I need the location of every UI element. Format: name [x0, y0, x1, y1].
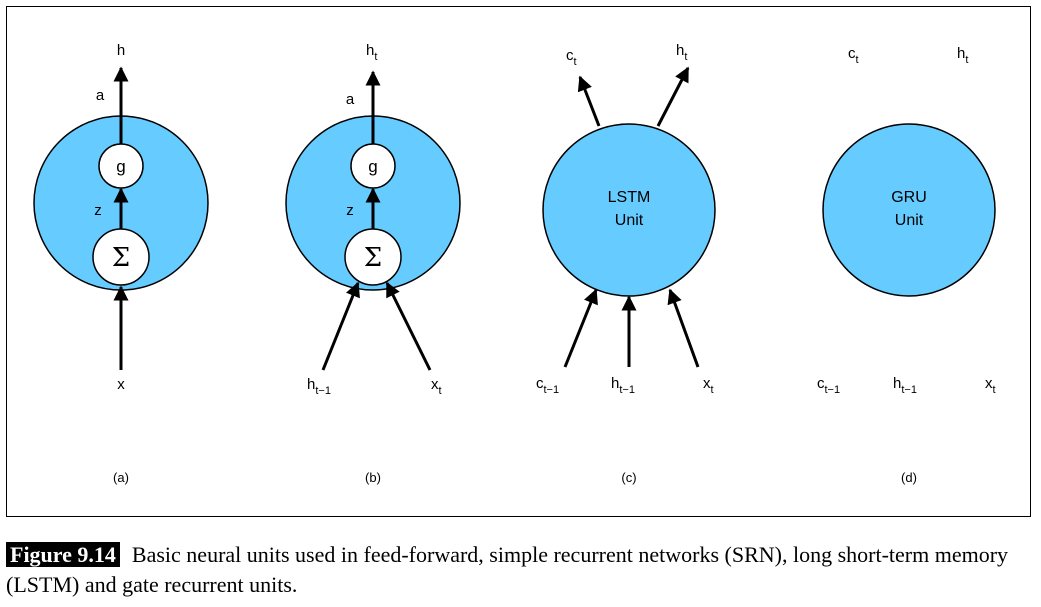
panel-label-b: (b)	[365, 470, 381, 485]
panel-label-c: (c)	[621, 470, 636, 485]
gru-unit-label-2: Unit	[895, 212, 924, 229]
out-h-label-c: ht	[676, 42, 687, 63]
sum-symbol-b: Σ	[364, 243, 382, 273]
caption-text: Basic neural units used in feed-forward,…	[6, 542, 1009, 597]
in-x-label-d: xt	[985, 375, 996, 396]
panel-b: Σ g ht a z ht−1 xt (b)	[285, 42, 461, 485]
arrow-out-h	[656, 66, 690, 127]
in-c-label-c: ct−1	[536, 375, 559, 396]
arrow-in-c	[563, 288, 598, 368]
z-label-b: z	[346, 202, 354, 219]
z-label-a: z	[94, 202, 102, 219]
sum-symbol-a: Σ	[112, 243, 130, 273]
in-x-label-c: xt	[703, 375, 714, 396]
lstm-unit-circle	[542, 123, 716, 297]
panel-label-d: (d)	[901, 470, 917, 485]
output-label-a: h	[117, 42, 125, 59]
panel-label-a: (a)	[113, 470, 129, 485]
activation-label-a: a	[96, 87, 105, 104]
out-c-label-d: ct	[848, 45, 859, 66]
arrow-input-x-b	[385, 281, 432, 371]
lstm-unit-label-2: Unit	[615, 212, 644, 229]
output-label-b: ht	[366, 42, 377, 63]
input-label-a: x	[117, 376, 125, 393]
in-c-label-d: ct−1	[817, 375, 840, 396]
lstm-unit-label-1: LSTM	[608, 189, 651, 206]
out-h-label-d: ht	[957, 45, 968, 66]
panel-a: Σ g h a z x (a)	[33, 42, 209, 485]
g-label-a: g	[116, 157, 125, 176]
arrow-out-c	[577, 75, 601, 127]
figure-label: Figure 9.14	[6, 542, 120, 567]
gru-unit-label-1: GRU	[891, 189, 927, 206]
gru-unit-circle	[822, 123, 996, 297]
out-c-label-c: ct	[566, 47, 577, 68]
arrow-input-h-b	[321, 281, 360, 371]
in-h-label-d: ht−1	[893, 375, 917, 396]
g-label-b: g	[368, 157, 377, 176]
input-x-label-b: xt	[431, 376, 442, 397]
in-h-label-c: ht−1	[611, 375, 635, 396]
input-h-label-b: ht−1	[307, 376, 331, 397]
arrow-in-x	[667, 288, 700, 368]
activation-label-b: a	[346, 91, 355, 108]
panel-c: LSTM Unit ct ht ct−1 ht−1 xt (c)	[536, 42, 716, 485]
panel-d: GRU Unit ct ht ct−1 ht−1 xt (d)	[817, 45, 996, 485]
